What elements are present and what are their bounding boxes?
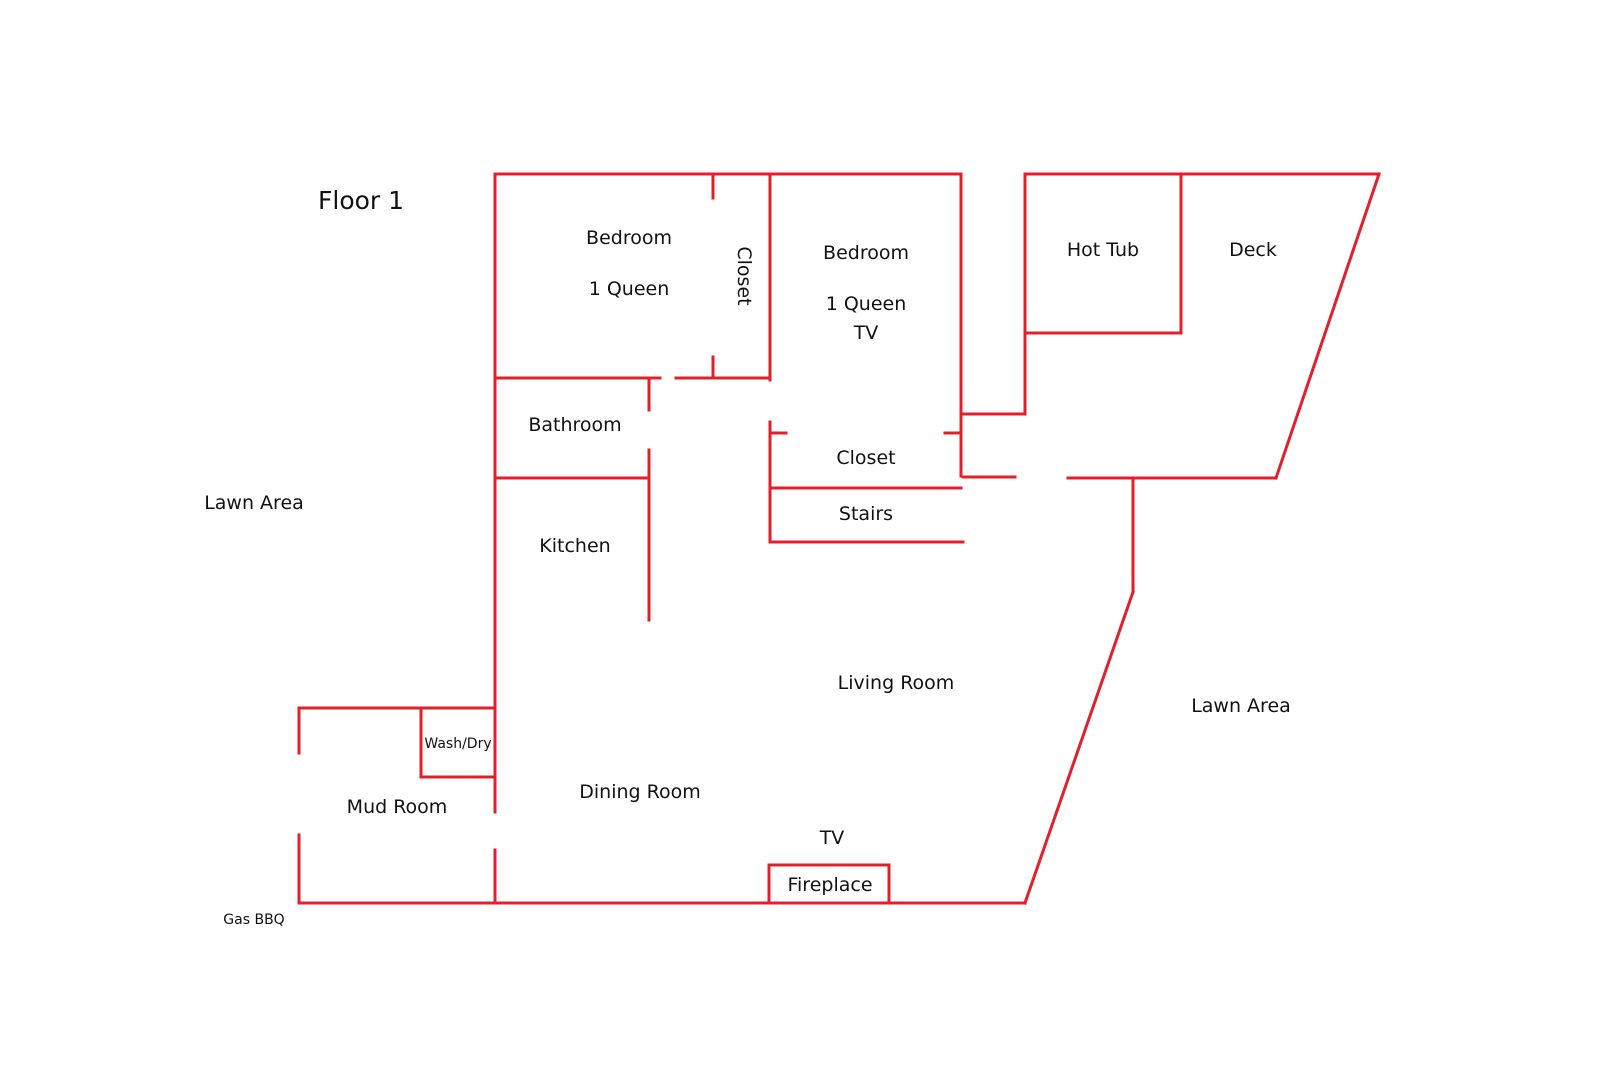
deck-label: Deck: [1229, 239, 1277, 261]
bedroom1-label: Bedroom: [586, 227, 672, 249]
closet2-label: Closet: [836, 447, 895, 469]
floor-title: Floor 1: [318, 186, 404, 215]
living-room-label: Living Room: [838, 672, 955, 694]
fireplace-label: Fireplace: [787, 874, 872, 896]
wash-dry-closet: [419, 706, 497, 779]
mud-room-label: Mud Room: [347, 796, 448, 818]
bedroom1-bed-label: 1 Queen: [589, 278, 670, 300]
gas-bbq-label: Gas BBQ: [223, 912, 284, 928]
lawn-area-left-label: Lawn Area: [204, 492, 304, 514]
tv-label: TV: [819, 827, 845, 849]
fireplace-box: [767, 863, 891, 905]
bedroom2-label: Bedroom: [823, 242, 909, 264]
deck-slanted-edge: [1274, 172, 1381, 480]
hot-tub-label: Hot Tub: [1067, 239, 1139, 261]
wash-dry-label: Wash/Dry: [424, 736, 491, 752]
living-room-slanted-wall: [1023, 590, 1135, 905]
bedroom2-tv-label: TV: [853, 322, 879, 344]
stairs-label: Stairs: [839, 503, 893, 525]
lawn-area-right-label: Lawn Area: [1191, 695, 1291, 717]
room-labels: Floor 1 Bedroom 1 Queen Closet Bedroom 1…: [204, 186, 1291, 928]
kitchen-label: Kitchen: [539, 535, 610, 557]
bathroom-label: Bathroom: [528, 414, 621, 436]
hot-tub-enclosure: [1023, 172, 1183, 335]
walls: [297, 172, 1381, 905]
top-wall: [493, 172, 963, 478]
hot-tub-connector-wall: [959, 172, 1027, 416]
dining-room-label: Dining Room: [579, 781, 700, 803]
bedroom2-bed-label: 1 Queen: [826, 293, 907, 315]
closet1-label: Closet: [733, 246, 755, 305]
